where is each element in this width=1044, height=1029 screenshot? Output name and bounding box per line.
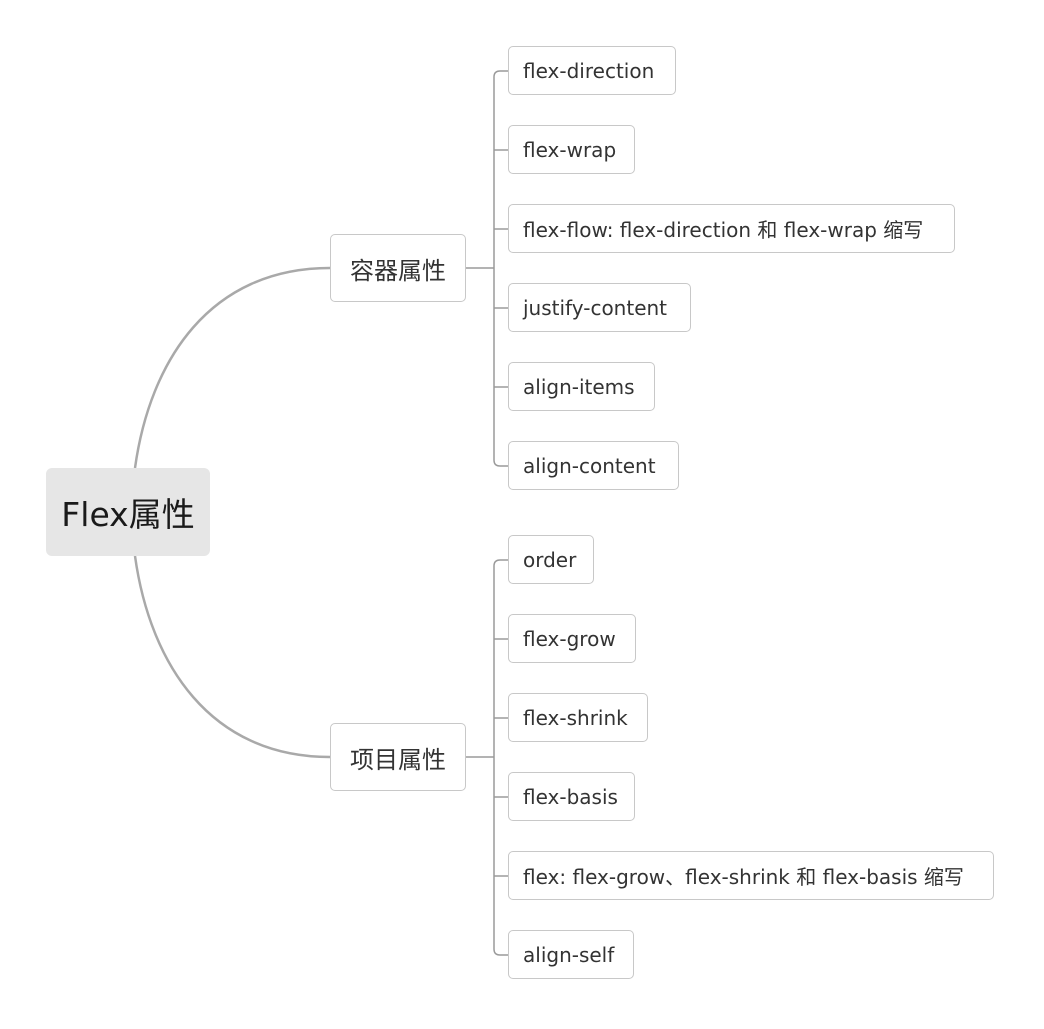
leaf-node-order[interactable]: order [508,535,594,584]
leaf-node-flex-wrap[interactable]: flex-wrap [508,125,635,174]
leaf-node-align-self[interactable]: align-self [508,930,634,979]
leaf-node-align-content[interactable]: align-content [508,441,679,490]
item-children-connectors [466,559,508,956]
leaf-node-justify-content[interactable]: justify-content [508,283,691,332]
container-children-connectors [466,70,508,467]
leaf-node-flex-basis[interactable]: flex-basis [508,772,635,821]
leaf-node-flex-flow[interactable]: flex-flow: flex-direction 和 flex-wrap 缩写 [508,204,955,253]
root-to-item-connector [133,555,331,759]
leaf-node-flex-direction[interactable]: flex-direction [508,46,676,95]
root-to-container-connector [133,266,331,469]
branch-node-container-properties[interactable]: 容器属性 [330,234,466,302]
leaf-node-align-items[interactable]: align-items [508,362,655,411]
branch-node-item-properties[interactable]: 项目属性 [330,723,466,791]
leaf-node-flex-shrink[interactable]: flex-shrink [508,693,648,742]
leaf-node-flex-shorthand[interactable]: flex: flex-grow、flex-shrink 和 flex-basis… [508,851,994,900]
root-node[interactable]: Flex属性 [46,468,210,556]
leaf-node-flex-grow[interactable]: flex-grow [508,614,636,663]
